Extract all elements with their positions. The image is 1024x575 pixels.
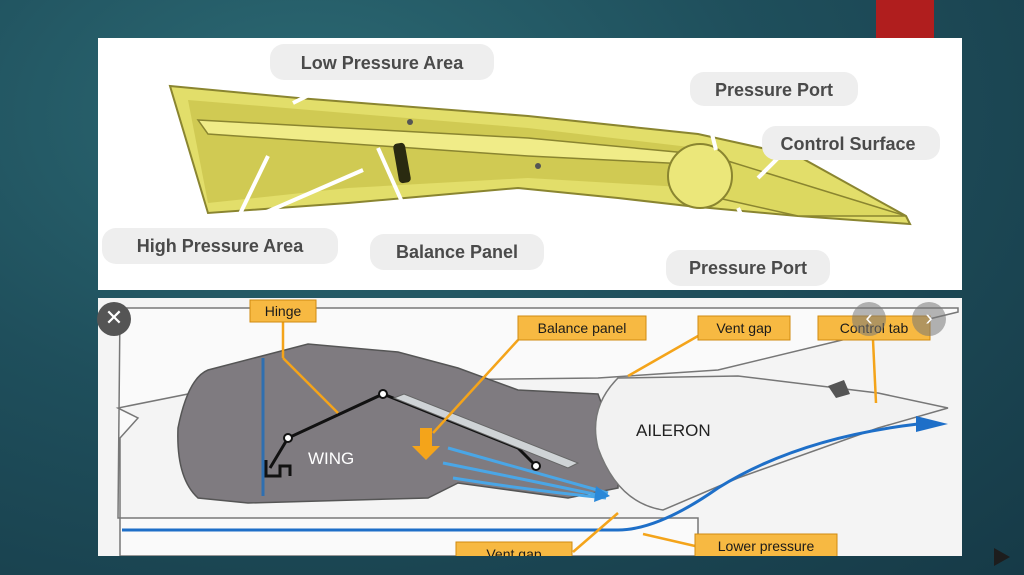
chevron-right-icon: › — [925, 305, 933, 330]
vent-gap-top-label: Vent gap — [716, 320, 771, 336]
slide-arrow-icon — [994, 548, 1010, 566]
bottom-leader-lines — [281, 320, 878, 553]
lower-pressure-label: Lower pressure — [718, 538, 815, 554]
hinge-pivot — [531, 461, 541, 471]
top-diagram-panel: Low Pressure Area Pressure Port Control … — [98, 38, 962, 290]
label-bg — [370, 234, 544, 270]
control-surface-label: Control Surface — [780, 134, 915, 154]
close-button[interactable]: ✕ — [97, 302, 131, 336]
wing-label: WING — [308, 449, 354, 468]
balance-panel-shape — [392, 393, 580, 469]
rivet — [407, 119, 413, 125]
hinge-pivot — [283, 433, 293, 443]
callout-box — [455, 541, 573, 556]
next-button[interactable]: › — [912, 302, 946, 336]
close-icon: ✕ — [104, 305, 124, 330]
label-bg — [762, 126, 940, 160]
balance-panel-label: Balance Panel — [396, 242, 518, 262]
balance-panel-label-2: Balance panel — [538, 320, 627, 336]
pressure-port-bottom-label: Pressure Port — [689, 258, 807, 278]
balance-slot — [393, 142, 411, 184]
accent-bar — [876, 0, 934, 38]
hinge-pulley — [667, 143, 733, 209]
callout-box — [517, 315, 647, 341]
bottom-diagram: Hinge Balance panel Vent gap Control tab… — [115, 299, 959, 556]
bracket-icon — [264, 460, 292, 478]
lower-airflow-line — [122, 422, 919, 532]
bottom-diagram-panel: Hinge Balance panel Vent gap Control tab… — [98, 298, 962, 556]
label-bg — [270, 44, 494, 80]
hinge-label: Hinge — [265, 303, 302, 319]
chevron-left-icon: ‹ — [865, 305, 873, 330]
rivet — [535, 163, 541, 169]
aileron-label: AILERON — [636, 421, 711, 440]
callout-box — [694, 533, 838, 556]
vent-airflow — [442, 446, 609, 500]
callout-box — [697, 315, 791, 341]
control-tab-shape — [828, 380, 850, 398]
top-diagram: Low Pressure Area Pressure Port Control … — [102, 44, 940, 286]
pressure-port-top-label: Pressure Port — [715, 80, 833, 100]
vent-gap-bottom-label: Vent gap — [486, 546, 541, 556]
low-pressure-label: Low Pressure Area — [301, 53, 464, 73]
hinge-pivot — [378, 389, 388, 399]
airflow-arrowhead — [594, 486, 610, 502]
pressure-arrow — [412, 428, 440, 460]
label-bg — [102, 228, 338, 264]
aileron-shape — [594, 375, 949, 511]
lower-airflow-arrowhead — [916, 416, 948, 432]
label-bg — [666, 250, 830, 286]
callout-box — [249, 299, 317, 323]
previous-button[interactable]: ‹ — [852, 302, 886, 336]
label-bg — [690, 72, 858, 106]
high-pressure-label: High Pressure Area — [137, 236, 304, 256]
